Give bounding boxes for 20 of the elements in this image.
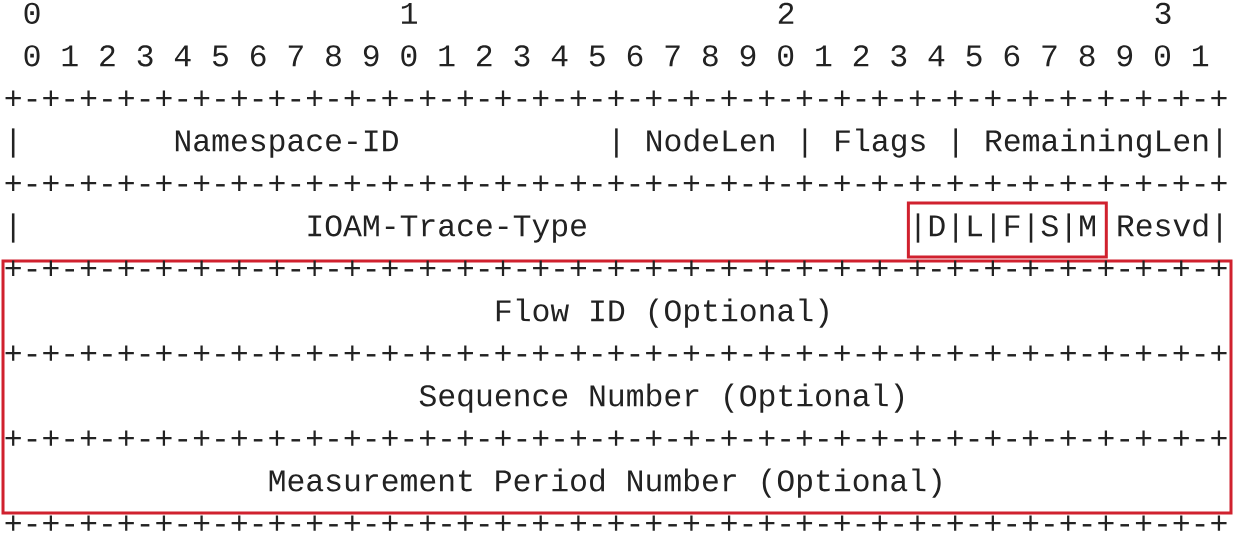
field-name: Resvd| (1118, 213, 1221, 243)
field-divider: | (803, 128, 807, 158)
field-name: Namespace-ID (175, 130, 398, 158)
bit-number-row: 0 1 2 3 4 5 6 7 8 9 0 1 2 3 4 5 6 7 8 9 0 1 2 3 4 5 6 7 8 9 0 1 (24, 45, 1209, 67)
bit-separator: +-+-+-+-+-+-+-+-+-+-+-+-+-+-+-+-+-+-+-+-+-+-+-+-+-+-+-+-+-+-+-+-+ (5, 175, 1227, 191)
highlight-box: |D|L|F|S|M (906, 201, 1108, 259)
bit-separator: +-+-+-+-+-+-+-+-+-+-+-+-+-+-+-+-+-+-+-+-+-+-+-+-+-+-+-+-+-+-+-+-+ (5, 430, 1227, 446)
field-divider: | (11, 128, 15, 158)
bit-separator: +-+-+-+-+-+-+-+-+-+-+-+-+-+-+-+-+-+-+-+-+-+-+-+-+-+-+-+-+-+-+-+-+ (5, 345, 1227, 361)
field-name: NodeLen (647, 128, 774, 152)
bit-separator: +-+-+-+-+-+-+-+-+-+-+-+-+-+-+-+-+-+-+-+-+-+-+-+-+-+-+-+-+-+-+-+-+ (5, 260, 1227, 276)
bit-separator: +-+-+-+-+-+-+-+-+-+-+-+-+-+-+-+-+-+-+-+-+-+-+-+-+-+-+-+-+-+-+-+-+ (5, 90, 1227, 106)
bit-number: 1 (401, 2, 417, 24)
bit-number: 2 (778, 2, 794, 24)
bit-number: 3 (1155, 2, 1171, 24)
bit-number: 0 (24, 2, 40, 24)
field-name: RemainingLen| (986, 128, 1221, 158)
field-name: Flags (836, 128, 925, 158)
field-divider: | (954, 128, 957, 158)
field-divider: | (615, 128, 618, 158)
